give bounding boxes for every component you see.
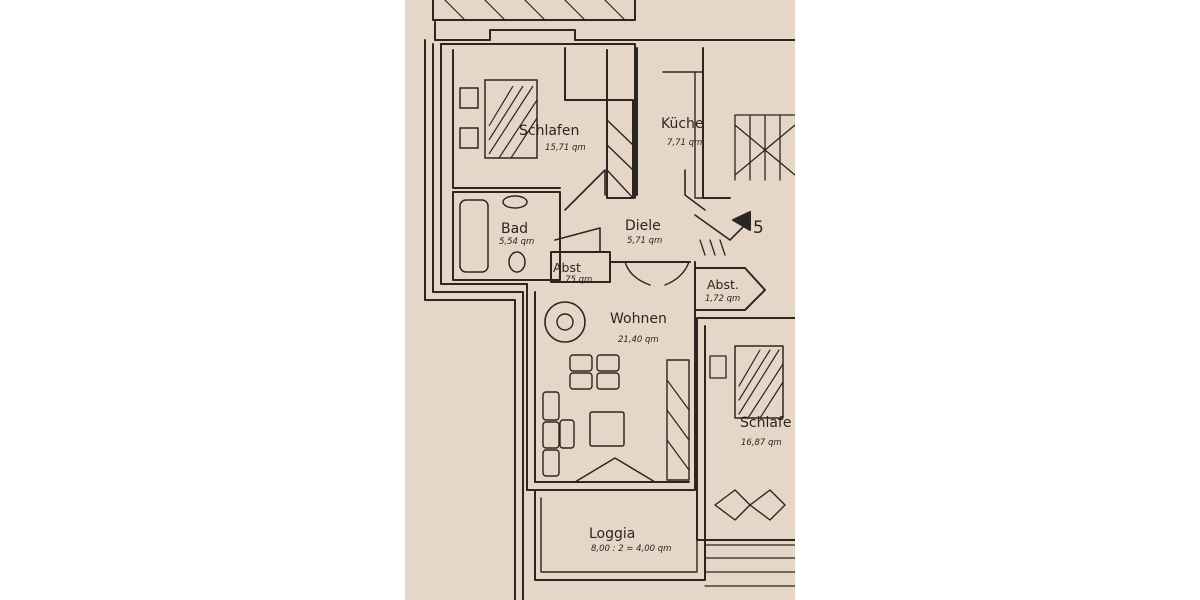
room-labels: Schlafen 15,71 qm Küche 7,71 qm Bad 5,54… bbox=[499, 116, 791, 554]
left-outer-wall bbox=[424, 39, 516, 600]
room-name-abst-right: Abst. bbox=[707, 277, 739, 292]
room-area-abst: 1,75 qm bbox=[557, 275, 592, 285]
entrance-number: 5 bbox=[753, 218, 764, 238]
sofa-seat-2 bbox=[542, 421, 560, 449]
nightstand-left-1 bbox=[459, 87, 479, 109]
room-area-abst-right: 1,72 qm bbox=[705, 294, 740, 304]
left-inner-wall-2 bbox=[440, 43, 528, 285]
sofa-back bbox=[559, 419, 575, 449]
spiral-stair-icon bbox=[544, 301, 586, 343]
wohnen-double-door bbox=[624, 261, 690, 286]
toilet bbox=[508, 251, 526, 273]
room-name-schlafe-right: Schlafe bbox=[740, 415, 791, 431]
bed-left-hatch bbox=[488, 85, 538, 159]
right-stairs bbox=[734, 114, 795, 181]
top-edge-wall bbox=[432, 0, 636, 21]
bed-right-hatch bbox=[738, 349, 784, 419]
sofa-seat-1 bbox=[542, 391, 560, 421]
bathtub bbox=[459, 199, 489, 273]
floor-plan: Schlafen 15,71 qm Küche 7,71 qm Bad 5,54… bbox=[405, 0, 795, 600]
entrance-arrow-icon bbox=[732, 211, 751, 231]
room-area-kueche: 7,71 qm bbox=[667, 138, 702, 148]
room-area-diele: 5,71 qm bbox=[627, 236, 662, 246]
coffee-table bbox=[589, 411, 625, 447]
left-inner-wall bbox=[432, 43, 524, 600]
floor-plan-scan: Schlafen 15,71 qm Küche 7,71 qm Bad 5,54… bbox=[405, 0, 795, 600]
loggia-walls bbox=[534, 489, 706, 581]
shelf-hatch bbox=[666, 379, 690, 471]
diele-door-left bbox=[554, 227, 601, 253]
diele-door-swings bbox=[564, 169, 706, 211]
room-name-wohnen: Wohnen bbox=[610, 311, 667, 327]
top-outer-wall bbox=[434, 21, 795, 41]
wohnen-inner-wall bbox=[534, 291, 690, 483]
wohnen-walls bbox=[526, 261, 696, 491]
abst-walls bbox=[550, 251, 611, 283]
nightstand-right bbox=[709, 355, 727, 379]
schlafe-right-walls bbox=[696, 317, 795, 541]
bed-left bbox=[459, 79, 538, 159]
spiral-stair-core bbox=[556, 313, 574, 331]
room-name-loggia: Loggia bbox=[589, 526, 635, 542]
diele-door-right bbox=[694, 214, 746, 241]
abst-right-walls bbox=[694, 267, 766, 311]
chair-4 bbox=[596, 372, 620, 390]
schlafen-closet bbox=[564, 47, 608, 101]
chair-2 bbox=[596, 354, 620, 372]
room-name-bad: Bad bbox=[501, 221, 528, 237]
sofa-seat-3 bbox=[542, 449, 560, 477]
room-area-schlafe-right: 16,87 qm bbox=[741, 438, 782, 448]
top-roof-hatch bbox=[444, 0, 626, 21]
nightstand-left-2 bbox=[459, 127, 479, 149]
room-area-bad: 5,54 qm bbox=[499, 237, 534, 247]
room-name-abst: Abst bbox=[553, 260, 581, 275]
loggia-door-swing bbox=[574, 457, 656, 483]
chair-3 bbox=[569, 372, 593, 390]
room-name-diele: Diele bbox=[625, 218, 661, 234]
walls bbox=[424, 0, 795, 600]
room-name-schlafen: Schlafen bbox=[519, 123, 579, 139]
chair-1 bbox=[569, 354, 593, 372]
bad-walls bbox=[452, 191, 561, 281]
railing-hatch bbox=[699, 239, 726, 256]
room-name-kueche: Küche bbox=[661, 116, 704, 132]
schlafen-wall bbox=[452, 49, 561, 189]
bottom-stairs bbox=[704, 544, 795, 587]
upper-inner-wall bbox=[440, 43, 636, 199]
balcony-chairs bbox=[714, 489, 786, 521]
room-area-wohnen: 21,40 qm bbox=[618, 335, 659, 345]
wardrobe-hatch bbox=[606, 119, 634, 199]
kitchen-counter bbox=[662, 71, 704, 199]
room-area-schlafen: 15,71 qm bbox=[545, 143, 586, 153]
room-area-loggia: 8,00 : 2 = 4,00 qm bbox=[591, 544, 671, 554]
washbasin bbox=[502, 195, 528, 209]
